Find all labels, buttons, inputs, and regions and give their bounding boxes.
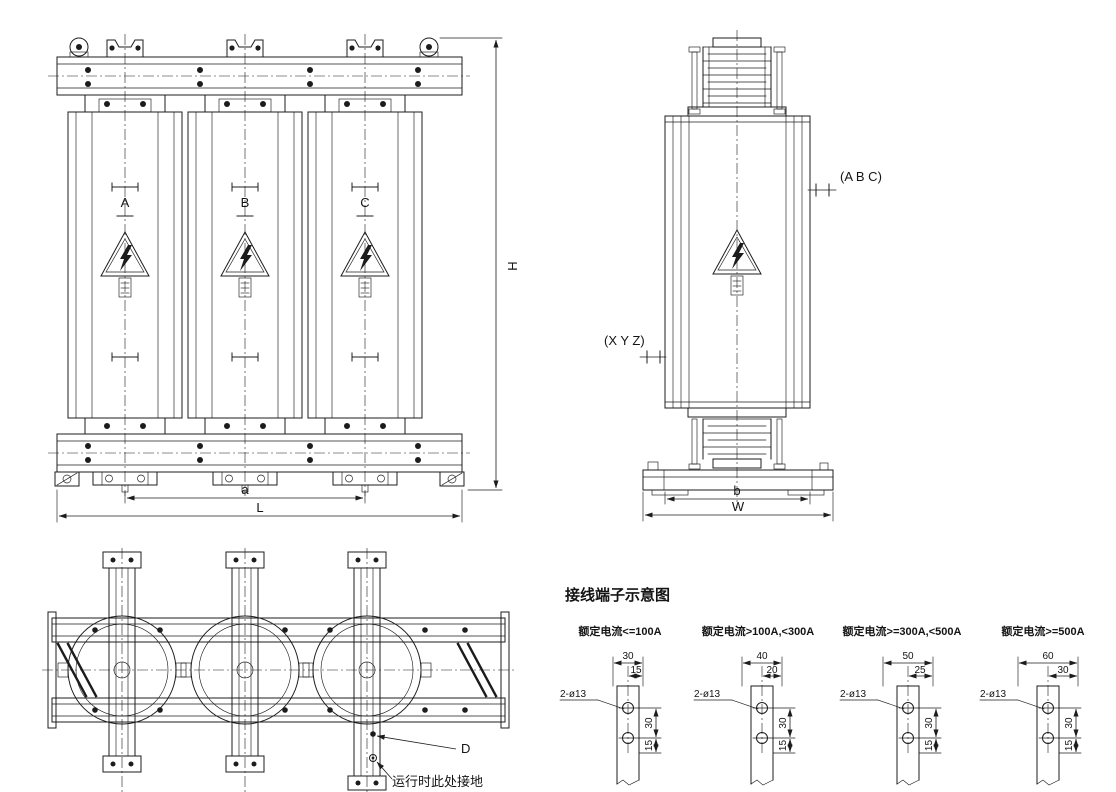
terminal-diagram-100-300a: 额定电流>100A,<300A 40 20 30 15 2-ø13 (693, 624, 815, 786)
dim-offset: 30 (1057, 665, 1069, 676)
top-view: D 运行时此处接地 (42, 548, 515, 792)
dim-width: 60 (1042, 651, 1054, 662)
lifting-lug-right (419, 37, 439, 58)
terminal-header: 额定电流>100A,<300A (702, 624, 815, 638)
dim-pitch: 30 (644, 717, 655, 729)
hv-terminal-label: (A B C) (840, 169, 882, 184)
dim-edge: 15 (644, 740, 655, 752)
terminal-diagram-section: 接线端子示意图 额定电流<=100A 30 15 30 15 2-ø13 (559, 586, 1085, 786)
dim-w-label: W (732, 499, 745, 514)
dim-width: 50 (902, 651, 914, 662)
dim-width: 30 (622, 651, 634, 662)
terminal-section-title: 接线端子示意图 (565, 586, 670, 604)
dim-pitch: 30 (778, 717, 789, 729)
lifting-lug-left (69, 37, 89, 58)
hole-spec: 2-ø13 (560, 689, 587, 700)
dim-l-label: L (256, 500, 263, 515)
lv-terminal-label: (X Y Z) (604, 333, 645, 348)
dim-pitch: 30 (1064, 717, 1075, 729)
terminal-diagram-300-500a: 额定电流>=300A,<500A 50 25 30 15 2-ø13 (839, 624, 962, 786)
terminal-diagram-100a: 额定电流<=100A 30 15 30 15 2-ø13 (559, 624, 662, 786)
terminal-header: 额定电流>=300A,<500A (843, 624, 962, 638)
dim-offset: 25 (914, 665, 926, 676)
dim-h-label: H (505, 261, 520, 270)
phase-label-a: A (121, 195, 130, 210)
dim-edge: 15 (1064, 740, 1075, 752)
side-view: (A B C) (X Y Z) b W (604, 30, 882, 522)
hole-spec: 2-ø13 (694, 689, 721, 700)
dim-offset: 15 (630, 665, 642, 676)
ground-note: 运行时此处接地 (392, 774, 483, 789)
terminal-header: 额定电流>=500A (1001, 624, 1084, 638)
dim-offset: 20 (766, 665, 778, 676)
dim-edge: 15 (778, 740, 789, 752)
front-view: A B C H a L (48, 34, 520, 523)
dim-pitch: 30 (924, 717, 935, 729)
dim-width: 40 (756, 651, 768, 662)
dim-edge: 15 (924, 740, 935, 752)
terminal-header: 额定电流<=100A (578, 624, 661, 638)
terminal-diagram-500a: 额定电流>=500A 60 30 30 15 2-ø13 (979, 624, 1085, 786)
phase-label-c: C (360, 195, 369, 210)
label-d: D (461, 741, 470, 756)
hole-spec: 2-ø13 (840, 689, 867, 700)
phase-label-b: B (241, 195, 250, 210)
hole-spec: 2-ø13 (980, 689, 1007, 700)
dim-b-label: b (733, 483, 740, 498)
dim-a-label: a (241, 482, 249, 497)
